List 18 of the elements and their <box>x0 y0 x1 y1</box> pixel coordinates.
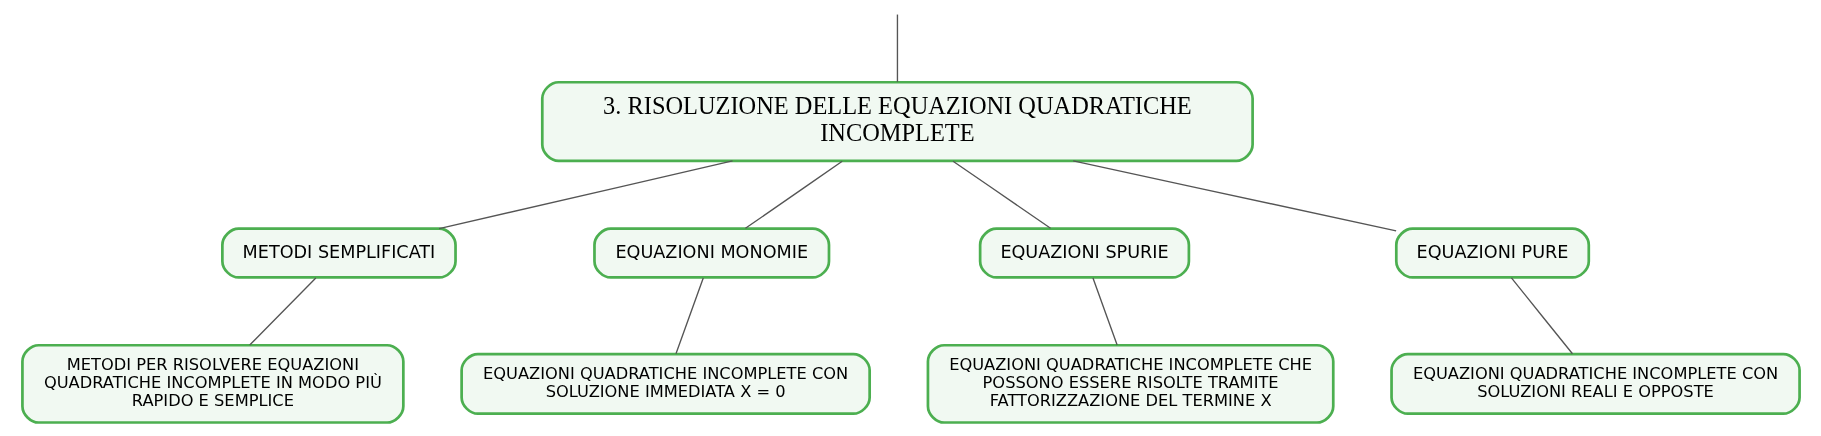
node-box: EQUAZIONI QUADRATICHE INCOMPLETE CON SOLUZIONI REALI E OPPOSTE <box>1389 352 1801 416</box>
connector <box>744 160 843 229</box>
connector <box>951 160 1051 229</box>
connector <box>1091 277 1118 346</box>
connector <box>674 277 704 355</box>
node-box: METODI PER RISOLVERE EQUAZIONI QUADRATICHE INCOMPLETE IN MODO PIÙ RAPIDO E SEMPLICE <box>20 343 405 424</box>
node-box: EQUAZIONI MONOMIE <box>592 227 830 279</box>
connector <box>1510 277 1573 355</box>
connector <box>1072 160 1397 232</box>
connector <box>248 277 316 346</box>
node-box: EQUAZIONI SPURIE <box>978 227 1190 279</box>
node-box: EQUAZIONI QUADRATICHE INCOMPLETE CON SOLUZIONE IMMEDIATA X = 0 <box>459 352 871 416</box>
connector <box>896 13 898 83</box>
connector <box>437 160 733 230</box>
node-box: EQUAZIONI QUADRATICHE INCOMPLETE CHE POSSONO ESSERE RISOLTE TRAMITE FATTORIZZAZIONE DEL TERMINE X <box>926 343 1335 424</box>
node-box: METODI SEMPLIFICATI <box>220 227 457 279</box>
node-box: 3. RISOLUZIONE DELLE EQUAZIONI QUADRATICHE INCOMPLETE <box>540 80 1254 163</box>
node-box: EQUAZIONI PURE <box>1394 227 1590 279</box>
